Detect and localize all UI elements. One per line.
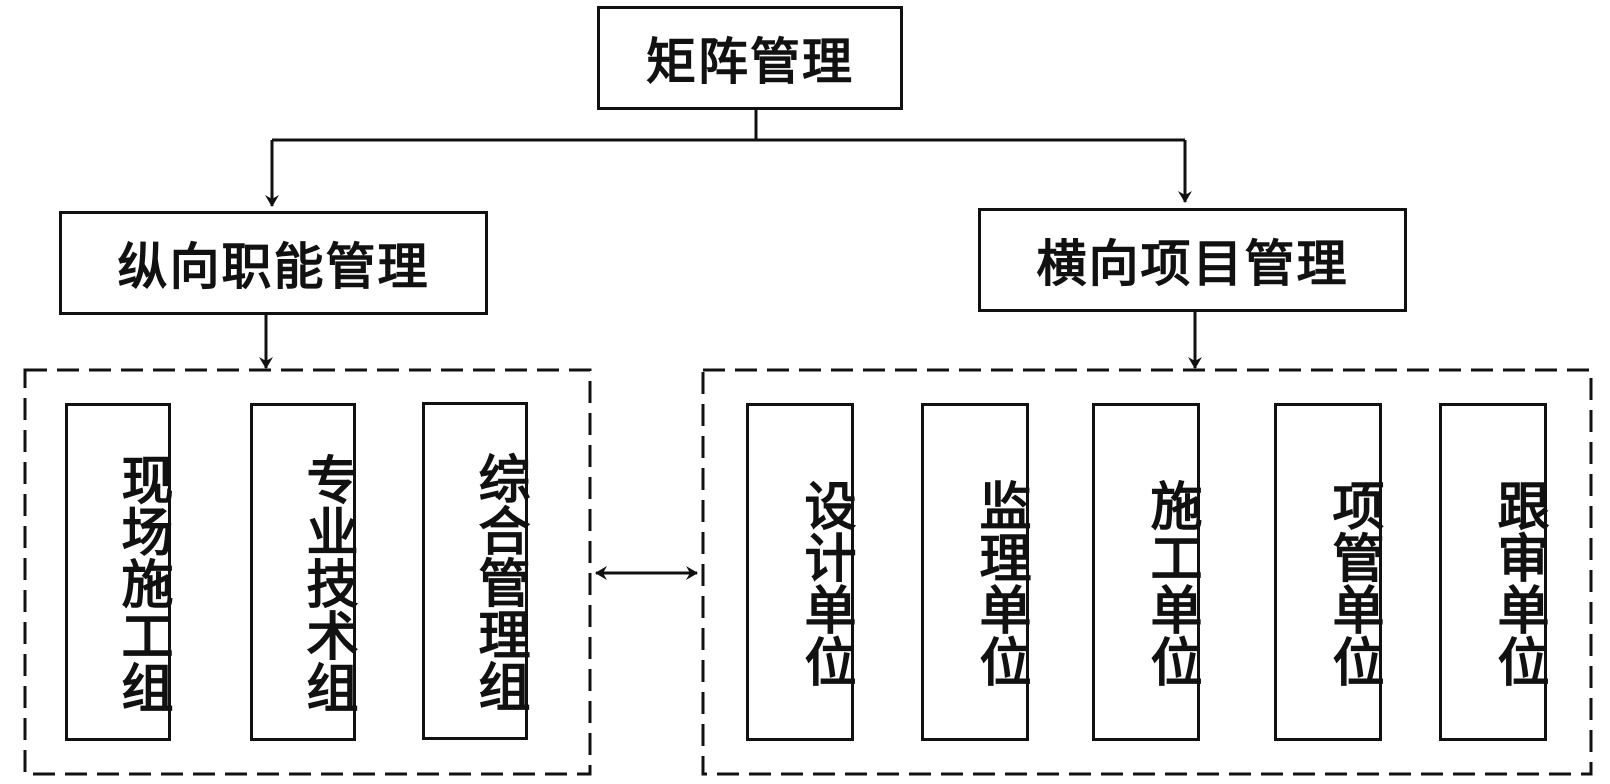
right-branch-label: 横向项目管理 xyxy=(1036,234,1349,293)
group-label: 综合管理组 xyxy=(469,452,530,712)
group-label: 专业技术组 xyxy=(297,453,358,713)
unit-label: 施工单位 xyxy=(1141,479,1202,687)
group-box-onsite-construction: 现场施工组 xyxy=(65,403,173,741)
unit-box-audit-tracking: 跟审单位 xyxy=(1439,403,1549,741)
unit-label: 跟审单位 xyxy=(1488,479,1549,687)
right-branch-box: 横向项目管理 xyxy=(978,208,1407,312)
root-box: 矩阵管理 xyxy=(597,6,903,110)
unit-label: 设计单位 xyxy=(795,479,856,687)
unit-label: 项管单位 xyxy=(1323,479,1384,687)
group-box-general-management: 综合管理组 xyxy=(422,402,530,740)
unit-box-supervision: 监理单位 xyxy=(921,403,1031,741)
left-group-container xyxy=(23,368,592,776)
left-branch-label: 纵向职能管理 xyxy=(117,237,430,296)
root-label: 矩阵管理 xyxy=(646,32,854,91)
unit-box-construction: 施工单位 xyxy=(1092,403,1202,741)
group-box-technical: 专业技术组 xyxy=(250,403,358,741)
unit-box-design: 设计单位 xyxy=(746,403,856,741)
unit-label: 监理单位 xyxy=(970,479,1031,687)
unit-box-project-management: 项管单位 xyxy=(1274,403,1384,741)
left-branch-box: 纵向职能管理 xyxy=(59,211,488,315)
right-group-container xyxy=(701,368,1593,776)
group-label: 现场施工组 xyxy=(112,453,173,713)
